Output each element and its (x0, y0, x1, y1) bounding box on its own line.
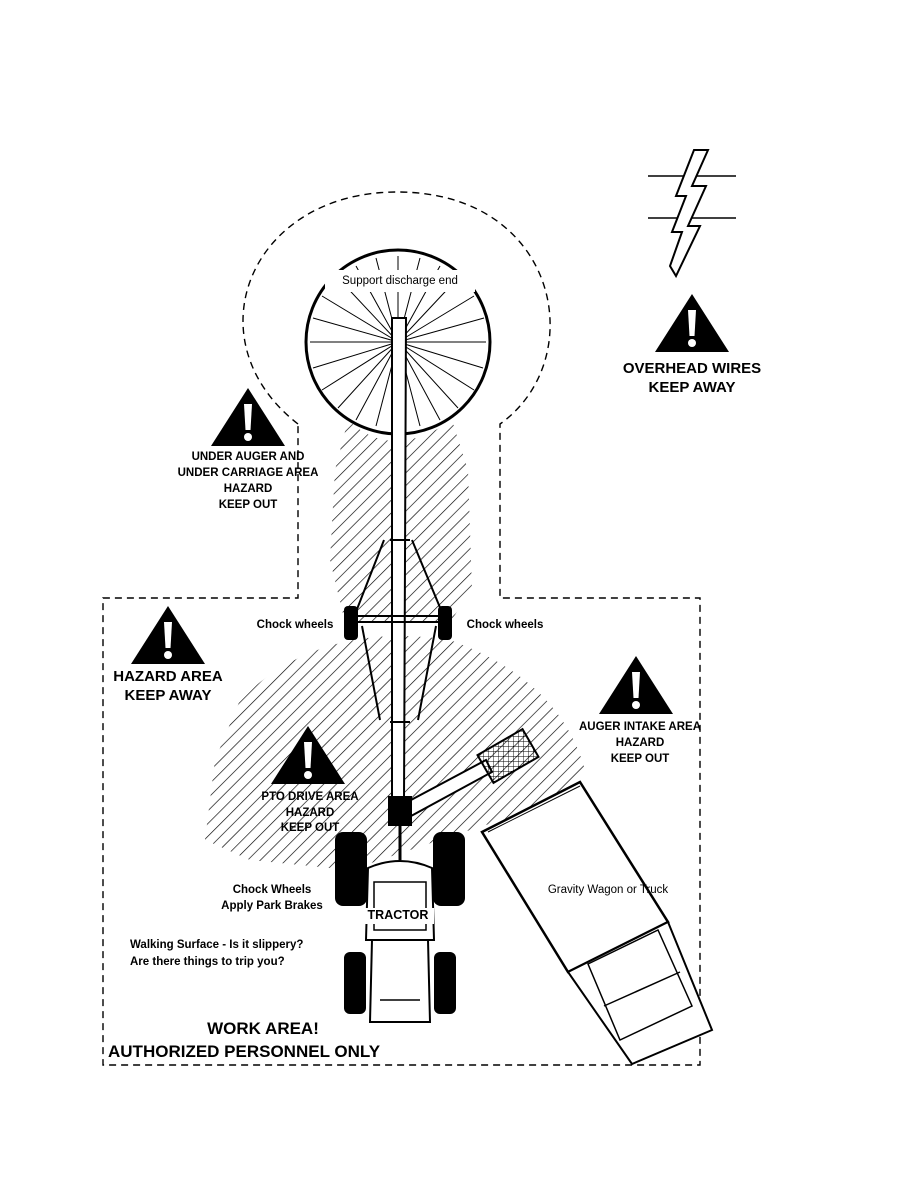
tractor-body (335, 826, 465, 1023)
authorized-personnel-label: AUTHORIZED PERSONNEL ONLY (108, 1042, 381, 1061)
tractor-label: TRACTOR (362, 908, 434, 924)
warning-triangle-icon (211, 388, 285, 446)
warning-triangle-icon (599, 656, 673, 714)
walking-surface-label: Walking Surface - Is it slippery?Are the… (130, 939, 304, 969)
gravity-wagon (480, 780, 714, 1066)
lightning-bolt-icon (668, 149, 710, 279)
warning-triangle-icon (655, 294, 729, 352)
gravity-wagon-label: Gravity Wagon or Truck (547, 884, 669, 896)
chock-wheels-left-label: Chock wheels (256, 619, 334, 631)
work-area-boundary (102, 191, 701, 1066)
undercarriage-wheels (344, 606, 452, 640)
support-discharge-label: Support discharge end (342, 275, 458, 287)
warning-triangle-icon (131, 606, 205, 664)
chock-wheels-right-label: Chock wheels (466, 619, 544, 631)
gearbox (388, 796, 412, 826)
work-area-title: WORK AREA! (207, 1019, 319, 1038)
